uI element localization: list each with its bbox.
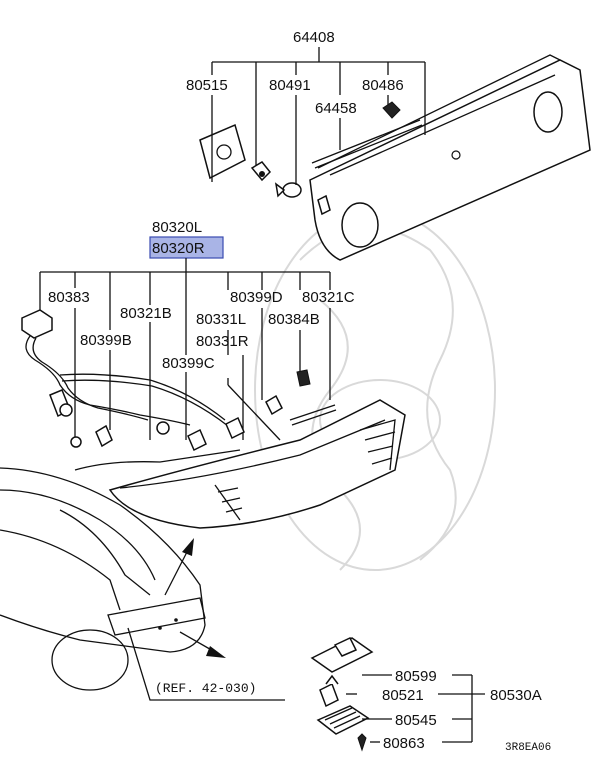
- label-80321B: 80321B: [120, 305, 172, 322]
- watermark-emblem: [254, 209, 496, 571]
- label-80384B: 80384B: [268, 311, 320, 328]
- figure-code: 3R8EA06: [505, 742, 551, 754]
- label-80331L: 80331L: [196, 311, 246, 328]
- label-80383: 80383: [48, 289, 90, 306]
- reference-note[interactable]: (REF. 42-030): [155, 681, 256, 696]
- lamp-leader-lines: [39, 258, 331, 441]
- label-64408: 64408: [293, 29, 335, 46]
- label-80486: 80486: [362, 77, 404, 94]
- label-80545: 80545: [395, 712, 437, 729]
- label-80331R: 80331R: [196, 333, 249, 350]
- direction-arrows: [164, 538, 226, 658]
- label-80530A: 80530A: [490, 687, 542, 704]
- car-outline: [0, 467, 285, 701]
- rear-combination-lamp: [74, 399, 406, 529]
- label-64458: 64458: [315, 100, 357, 117]
- label-80521: 80521: [382, 687, 424, 704]
- license-plate-lamp-parts: [310, 637, 374, 752]
- label-80599: 80599: [395, 668, 437, 685]
- label-80863: 80863: [383, 735, 425, 752]
- label-80491: 80491: [269, 77, 311, 94]
- label-80320R[interactable]: 80320R: [152, 240, 205, 257]
- label-80320L: 80320L: [152, 219, 202, 236]
- wiring-harness: [21, 309, 311, 452]
- label-80515: 80515: [186, 77, 228, 94]
- label-80399B: 80399B: [80, 332, 132, 349]
- top-leader-lines: [211, 47, 426, 185]
- label-80399C: 80399C: [162, 355, 215, 372]
- rear-garnish-group: [199, 54, 591, 261]
- label-80399D: 80399D: [230, 289, 283, 306]
- plate-leader-lines: [346, 674, 485, 743]
- label-80321C: 80321C: [302, 289, 355, 306]
